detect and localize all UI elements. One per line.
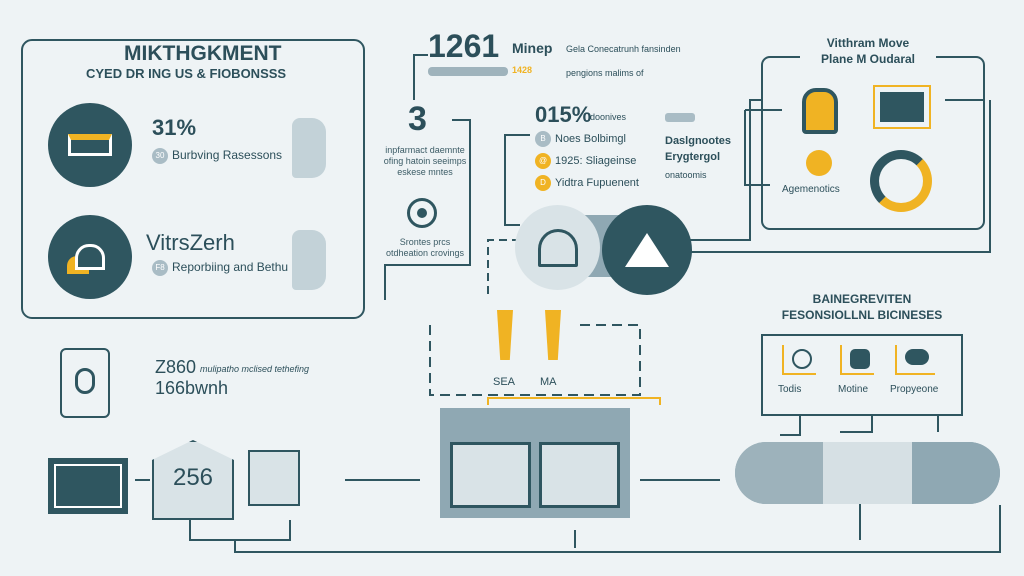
stats-label: Noes Bolbimgl [555,133,626,145]
stats-label: Yidtra Fupuenent [555,177,639,189]
headline-tag: 1428 [512,65,533,75]
bed-icon [48,103,132,187]
headline-line-2: pengions malims of [566,68,644,78]
left-panel-title: MIKTHGKMENT [118,42,288,66]
item-2-badge: F8 [152,260,168,276]
headline-unit: Minep [512,40,553,56]
right-panel-title: Vitthram Move [826,36,910,50]
item-2-value: VitrsZerh [146,230,235,255]
process-stage-2 [823,442,912,504]
cloud-icon [895,345,935,375]
left-panel-frame [21,39,365,319]
step-number: 3 [408,100,427,138]
middle-label-sea: SEA [493,376,516,388]
bag-icon [602,205,692,295]
machine-window-2 [539,442,620,508]
middle-label-ma: MA [540,376,557,388]
progress-bar [428,67,508,76]
item-1-label: 30 Burbving Rasessons [152,148,282,164]
process-pill [735,442,1000,504]
stats-percent-label: doonives [590,112,627,122]
stats-percent: 015% [535,102,592,127]
process-stage-3 [911,442,1000,504]
bottom-right-item: Todis [778,384,802,395]
stats-list: B Noes Bolbimgl @1925: Sliageinse D Yidtra… [535,128,639,194]
pen-icon [545,310,561,360]
stats-badge: D [535,175,551,192]
decor-shape-1 [292,118,326,178]
bottom-left-desc: mulipatho mclised tethefing [200,364,310,374]
item-2-text: Reporbiing and Bethu [172,260,289,275]
dashboard-icon [873,85,931,129]
robot-icon [802,88,838,134]
engine-icon [840,345,874,375]
bottom-left-number: Z860 [155,357,197,377]
bottom-left-number-2: 166bwnh [155,378,229,398]
item-2-label: F8 Reporbiing and Bethu [152,260,288,276]
right-panel-frame [761,56,985,230]
stats-badge: B [535,131,551,148]
battery-icon [665,113,695,122]
decor-shape-2 [292,230,326,290]
gear-icon [806,150,832,176]
heater-icon [48,458,128,514]
stats-side-title: Daslgnootes Erygtergol [665,135,732,163]
house-box [152,440,234,520]
bottom-right-title: BAINEGREVITEN [812,292,912,306]
cycle-icon [870,150,932,212]
item-1-badge: 30 [152,148,168,164]
stats-label: 1925: Sliageinse [555,155,637,167]
step-text: inpfarmact daemnte ofing hatoin seeimps … [383,145,467,177]
headline-line-1: Gela Conecatrunh fansinden [566,44,681,54]
machine-window-1 [450,442,531,508]
left-panel-subtitle: CYED DR ING US & FIOBONSSS [86,66,287,81]
stats-item: D Yidtra Fupuenent [535,172,639,194]
headline-number: 1261 [428,28,500,64]
stats-side-note: onatoomis [665,170,707,180]
dome-icon [515,205,600,290]
stats-item: B Noes Bolbimgl [535,128,639,150]
process-stage-1 [735,442,824,504]
right-panel-subtitle: Plane M Oudaral [800,52,936,66]
bottom-right-item: Motine [838,384,869,395]
pen-icon [497,310,513,360]
compass-icon [407,198,437,228]
house-box-value: 256 [172,464,214,491]
stats-item: @1925: Sliageinse [535,150,639,172]
target-icon [782,345,816,375]
building-icon [248,450,300,506]
machine-unit [440,408,630,518]
item-1-value: 31% [152,115,197,140]
lock-device-icon [60,348,110,418]
right-panel-label: Agemenotics [782,184,840,195]
stats-badge: @ [535,153,551,170]
item-1-text: Burbving Rasessons [172,148,283,163]
lamp-icon [48,215,132,299]
step-text-2: Srontes prcs otdheation crovings [385,237,465,258]
bottom-right-subtitle: FESONSIOLLNL BICINESES [781,308,943,322]
bottom-right-item: Propyeone [890,384,939,395]
